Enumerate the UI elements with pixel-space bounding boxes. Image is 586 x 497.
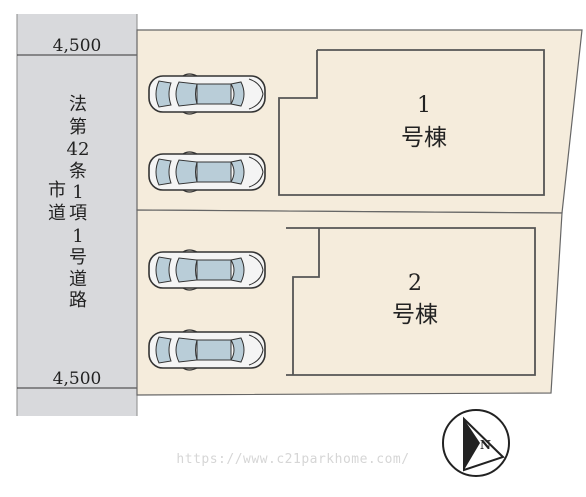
- north-arrow-icon: N: [442, 409, 510, 477]
- building-2-number: 2: [408, 271, 422, 296]
- road-label-char: 道: [48, 203, 66, 224]
- building-2-label: 号棟: [392, 302, 438, 328]
- road-label-char: 1: [72, 226, 83, 247]
- road-width-top-label: 4,500: [53, 36, 102, 56]
- road-label-char: 1: [72, 182, 83, 203]
- road-width-bottom-label: 4,500: [53, 369, 102, 389]
- car-icon: [148, 249, 266, 291]
- road-label-char: 路: [69, 290, 87, 311]
- car-icon: [148, 151, 266, 193]
- road-label-column-2: 市 道: [48, 180, 66, 224]
- road-label-char: 法: [69, 94, 87, 115]
- road-label-char: 号: [69, 247, 87, 268]
- watermark-url: https://www.c21parkhome.com/: [176, 452, 410, 467]
- building-1-label: 号棟: [401, 125, 447, 151]
- building-1-number: 1: [417, 93, 431, 118]
- building-2-outline: [286, 227, 536, 376]
- road-label-column-1: 法 第 42 条 1 項 1 号 道 路: [67, 94, 90, 311]
- road-label-char: 項: [69, 203, 87, 224]
- road-label-char: 42: [67, 139, 90, 160]
- road-label-char: 道: [69, 269, 87, 290]
- road-label-char: 条: [69, 161, 87, 182]
- compass-letter: N: [480, 438, 491, 452]
- building-1-outline: [278, 49, 545, 196]
- road-label-char: 市: [48, 180, 66, 201]
- car-icon: [148, 329, 266, 371]
- road-label-char: 第: [69, 117, 87, 138]
- car-icon: [148, 73, 266, 115]
- road-area: [17, 14, 137, 416]
- building-2-inner-outline: [292, 228, 320, 375]
